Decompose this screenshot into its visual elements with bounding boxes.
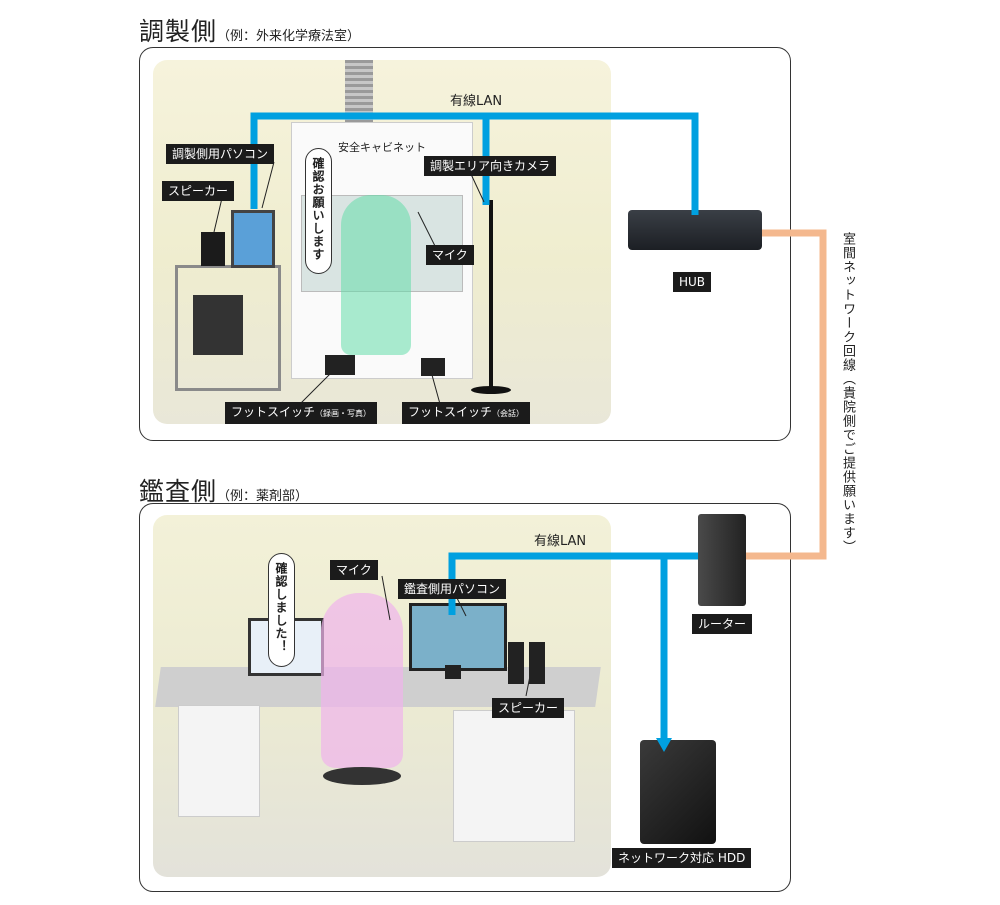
operator-figure <box>341 195 411 355</box>
audit-speaker-label: スピーカー <box>492 698 565 718</box>
bottom-wired-lan-text: 有線LAN <box>534 534 587 549</box>
leader-camera <box>469 171 485 203</box>
bottom-mic-label: マイク <box>330 560 378 580</box>
safety-cabinet-text: 安全キャビネット <box>338 141 426 154</box>
foot-switch-record-text: フットスイッチ <box>231 405 316 419</box>
hdd-label: ネットワーク対応 HDD <box>612 848 752 868</box>
bottom-title-text: 鑑査側 <box>139 477 218 506</box>
audit-speaker-right <box>529 642 545 684</box>
leader-prep-pc <box>261 161 275 209</box>
audit-speech-bubble: 確認しました！ <box>268 553 295 667</box>
top-subtitle: （例：外来化学療法室） <box>217 29 361 44</box>
bottom-subtitle: （例：薬剤部） <box>217 489 309 504</box>
prep-pc-label: 調製側用パソコン <box>166 144 275 164</box>
prep-pc <box>231 210 275 268</box>
leader-audit-pc <box>455 595 467 617</box>
prep-speech-bubble: 確認お願いします <box>305 148 332 274</box>
exhaust-duct <box>345 60 373 122</box>
foot-switch-record-label: フットスイッチ（録画・写真） <box>225 402 378 424</box>
foot-switch-record-note: （録画・写真） <box>315 409 372 418</box>
bottom-section-title: 鑑査側（例：薬剤部） <box>139 472 308 508</box>
trolley <box>175 265 281 391</box>
hdd-device <box>640 740 716 844</box>
leader-audit-speaker <box>525 675 531 697</box>
audit-pc-label: 鑑査側用パソコン <box>398 579 507 599</box>
hub-device <box>628 210 762 250</box>
prep-speaker <box>201 232 225 266</box>
top-title-text: 調製側 <box>139 17 218 46</box>
foot-switch-talk-label: フットスイッチ（会話） <box>402 402 531 424</box>
trolley-box <box>193 295 243 355</box>
prep-speaker-label: スピーカー <box>162 181 235 201</box>
hub-label: HUB <box>673 272 712 292</box>
camera-stand <box>489 200 493 390</box>
inter-room-line <box>746 229 827 560</box>
leader-prep-speaker <box>213 197 223 233</box>
foot-switch-talk-note: （会話） <box>492 409 525 418</box>
foot-switch-record <box>325 355 355 375</box>
left-drawer <box>178 705 260 817</box>
hdd-arrow-head <box>656 738 672 752</box>
leader-bottom-mic <box>381 575 391 621</box>
bottom-room-scene <box>153 515 611 877</box>
audit-pc-stand <box>445 665 461 679</box>
leader-foot-1 <box>299 371 333 405</box>
camera-label: 調製エリア向きカメラ <box>424 156 557 176</box>
audit-pc <box>409 603 507 671</box>
stool <box>323 767 401 785</box>
foot-switch-talk <box>421 358 445 376</box>
auditor-figure <box>321 593 403 768</box>
foot-switch-talk-text: フットスイッチ <box>408 405 493 419</box>
top-wired-lan-text: 有線LAN <box>450 94 503 109</box>
leader-foot-2 <box>431 374 441 405</box>
camera-base <box>471 386 511 394</box>
audit-speaker-left <box>508 642 524 684</box>
router-device <box>698 514 746 606</box>
top-mic-label: マイク <box>426 245 474 265</box>
router-label: ルーター <box>692 614 753 634</box>
inter-room-line-text: 室間ネットワーク回線（貴院側でご提供願います） <box>840 232 855 554</box>
top-section-title: 調製側（例：外来化学療法室） <box>139 12 360 48</box>
